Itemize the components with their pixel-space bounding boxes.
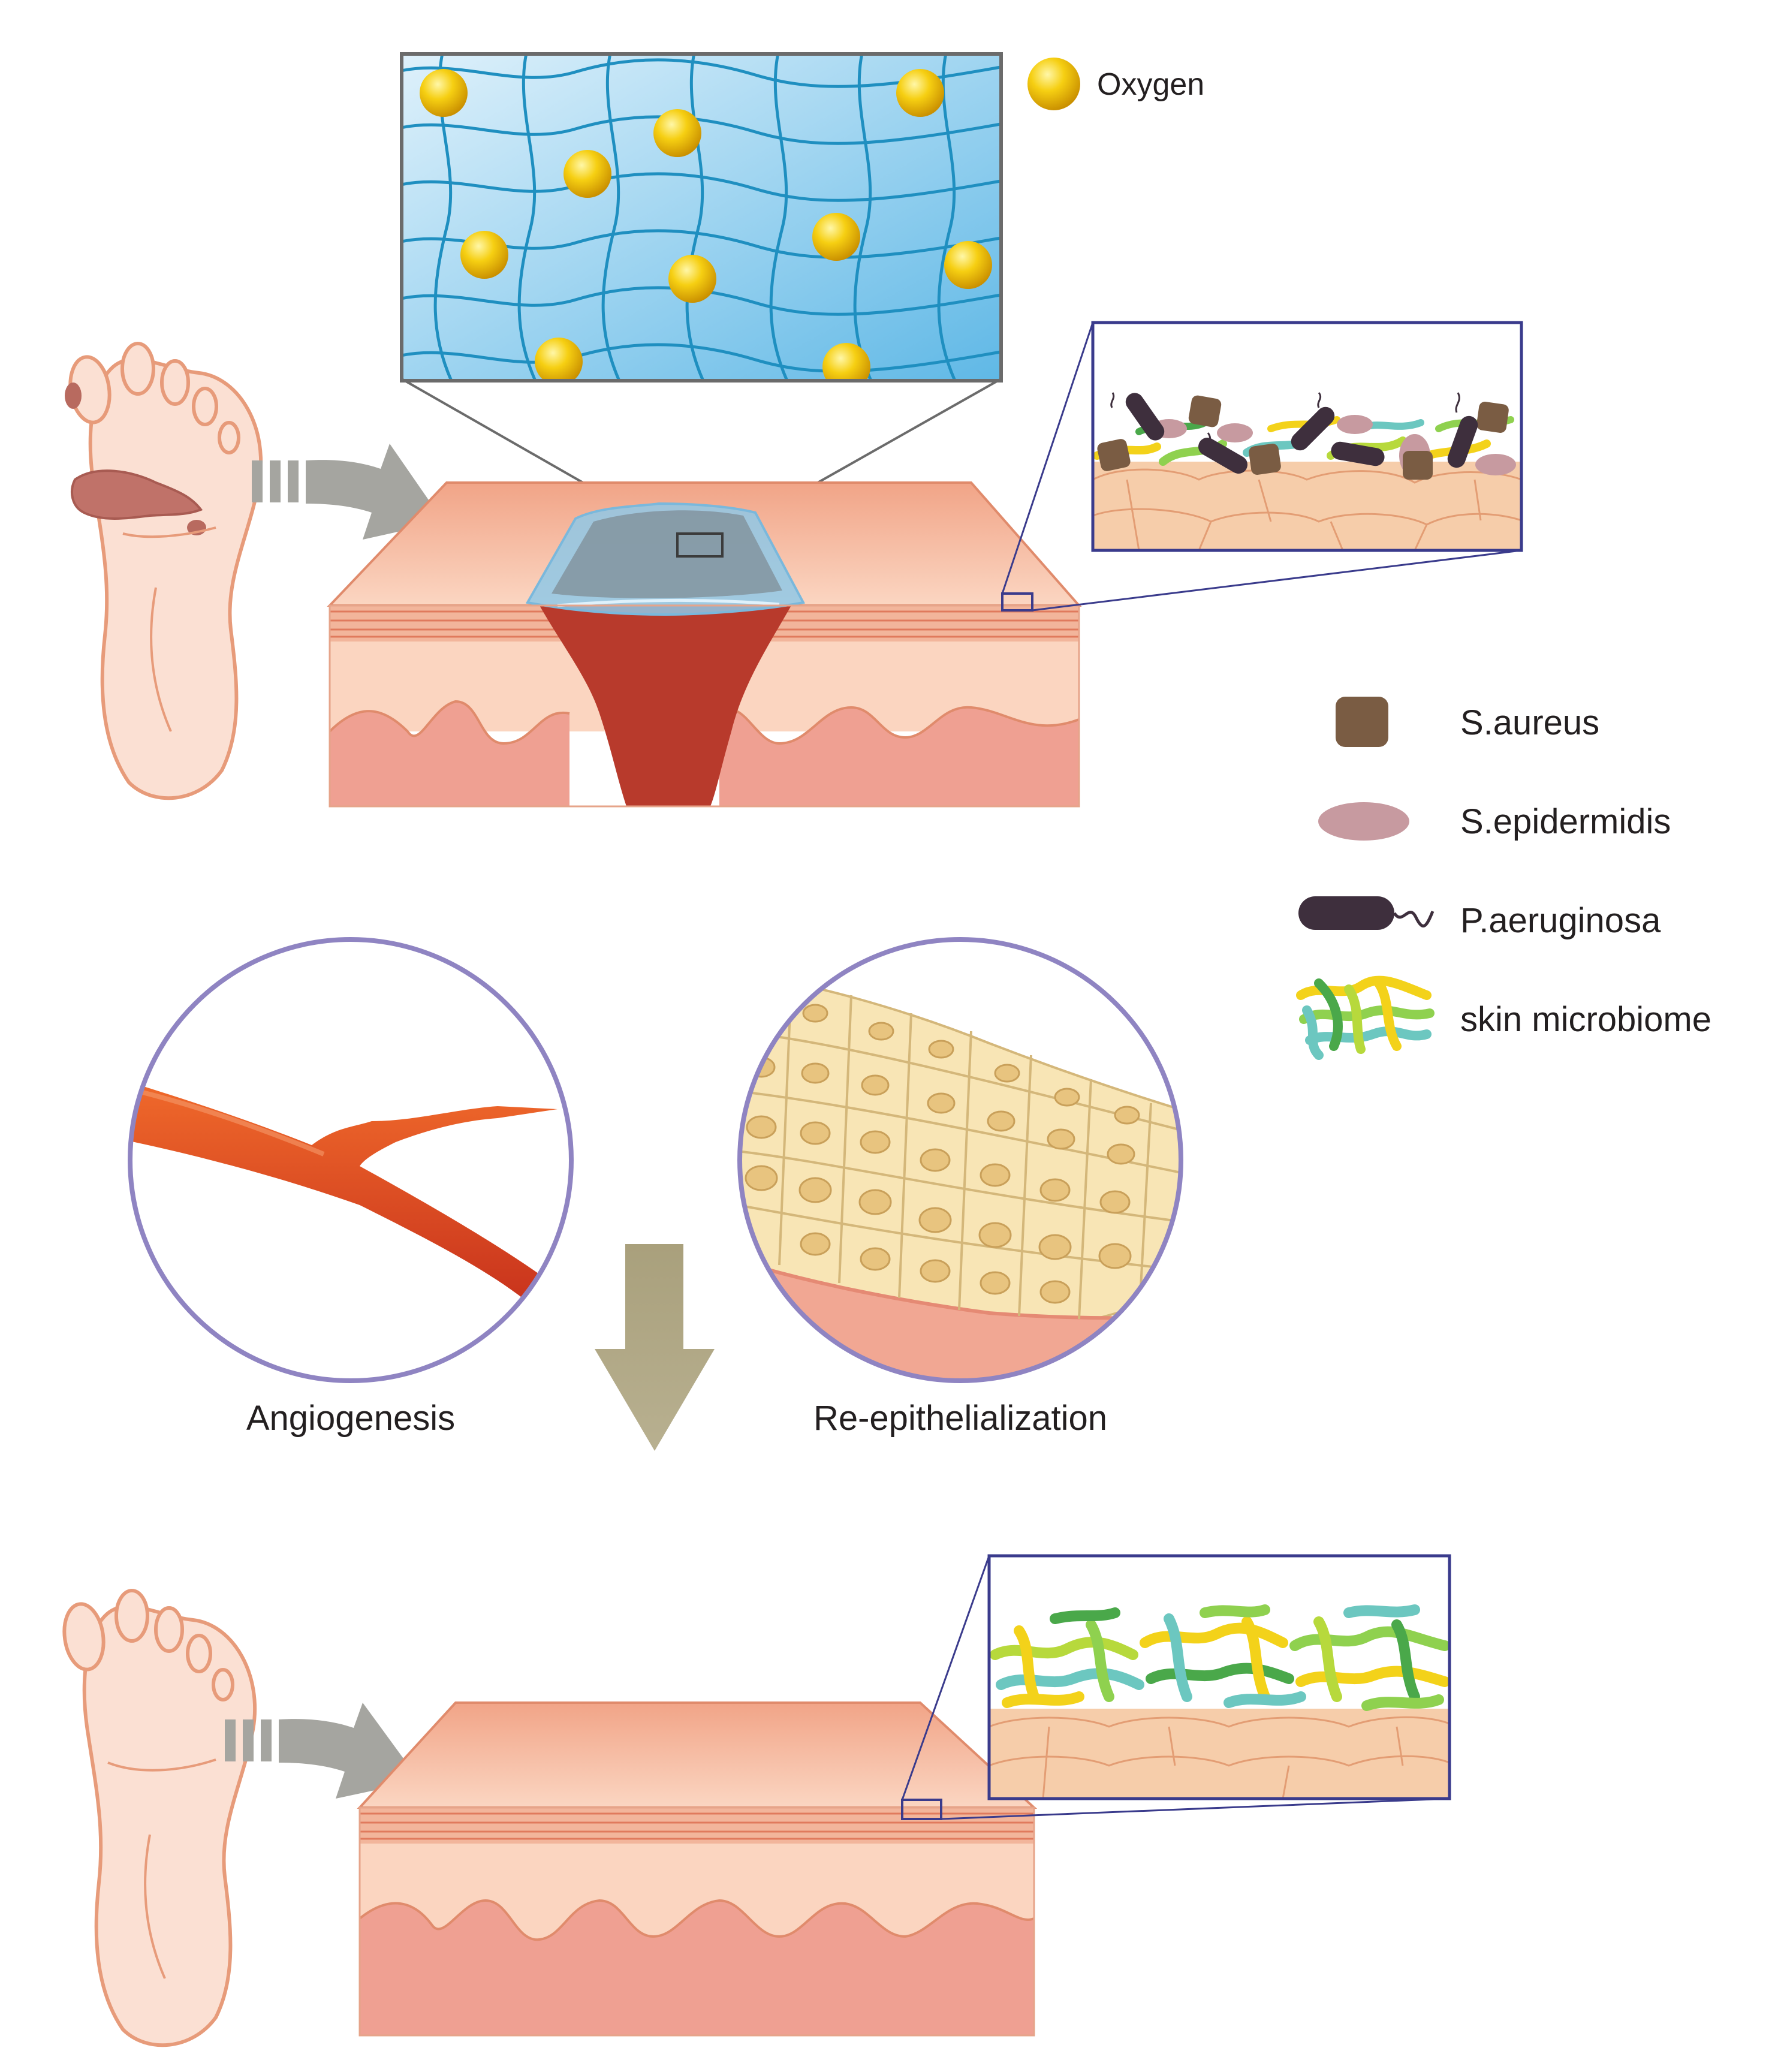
wound-cavity bbox=[540, 606, 791, 806]
legend-label-skin-microbiome: skin microbiome bbox=[1460, 1000, 1711, 1039]
legend-label-s-aureus: S.aureus bbox=[1460, 703, 1599, 742]
s-epidermidis-icon bbox=[1318, 802, 1409, 841]
s-aureus-icon bbox=[1336, 697, 1388, 747]
inset2-zoom-lines bbox=[901, 1555, 1450, 1820]
healed-foot bbox=[62, 1589, 257, 2047]
blood-vessel bbox=[130, 1079, 558, 1307]
oxygen-particle bbox=[563, 150, 611, 198]
arrow-to-wound-top bbox=[252, 444, 444, 540]
oxygen-particle bbox=[420, 69, 468, 117]
oxygen-particle bbox=[812, 213, 860, 261]
oxygen-label: Oxygen bbox=[1097, 67, 1204, 102]
oxygen-particles bbox=[420, 69, 992, 381]
legend-label-p-aeruginosa: P.aeruginosa bbox=[1460, 901, 1661, 940]
re-epithelialization-circle bbox=[737, 937, 1183, 1383]
angiogenesis-circle bbox=[128, 937, 574, 1383]
foot-with-ulcer bbox=[65, 342, 263, 800]
oxygen-particle bbox=[822, 343, 870, 381]
arrow-to-skin-bottom bbox=[225, 1703, 420, 1799]
oxygen-particle bbox=[668, 255, 716, 303]
healed-skin-block bbox=[357, 1701, 1038, 2037]
oxygen-legend: Oxygen bbox=[1027, 58, 1204, 110]
legend-label-s-epidermidis: S.epidermidis bbox=[1460, 802, 1671, 841]
healthy-microbiome-inset bbox=[987, 1554, 1451, 1800]
angiogenesis-label: Angiogenesis bbox=[246, 1399, 455, 1438]
oxygen-particle bbox=[535, 338, 583, 381]
re-epithelialization-label: Re-epithelialization bbox=[813, 1399, 1107, 1438]
infected-surface-inset bbox=[1091, 321, 1523, 552]
inset1-zoom-lines bbox=[1001, 322, 1522, 612]
bacteria-legend: S.aureus S.epidermidis P.aeruginosa skin… bbox=[1296, 697, 1711, 1060]
p-aeruginosa-icon bbox=[1298, 896, 1435, 930]
healing-down-arrow bbox=[595, 1244, 715, 1451]
oxygen-particle bbox=[653, 109, 701, 157]
oxygen-particle bbox=[896, 69, 944, 117]
skin-microbiome-icon bbox=[1296, 975, 1435, 1060]
oxygen-particle bbox=[460, 231, 508, 279]
oxygen-legend-icon bbox=[1027, 58, 1080, 110]
hydrogel-mesh-panel bbox=[400, 52, 1003, 383]
oxygen-particle bbox=[944, 241, 992, 289]
wounded-skin-block bbox=[327, 481, 1082, 808]
